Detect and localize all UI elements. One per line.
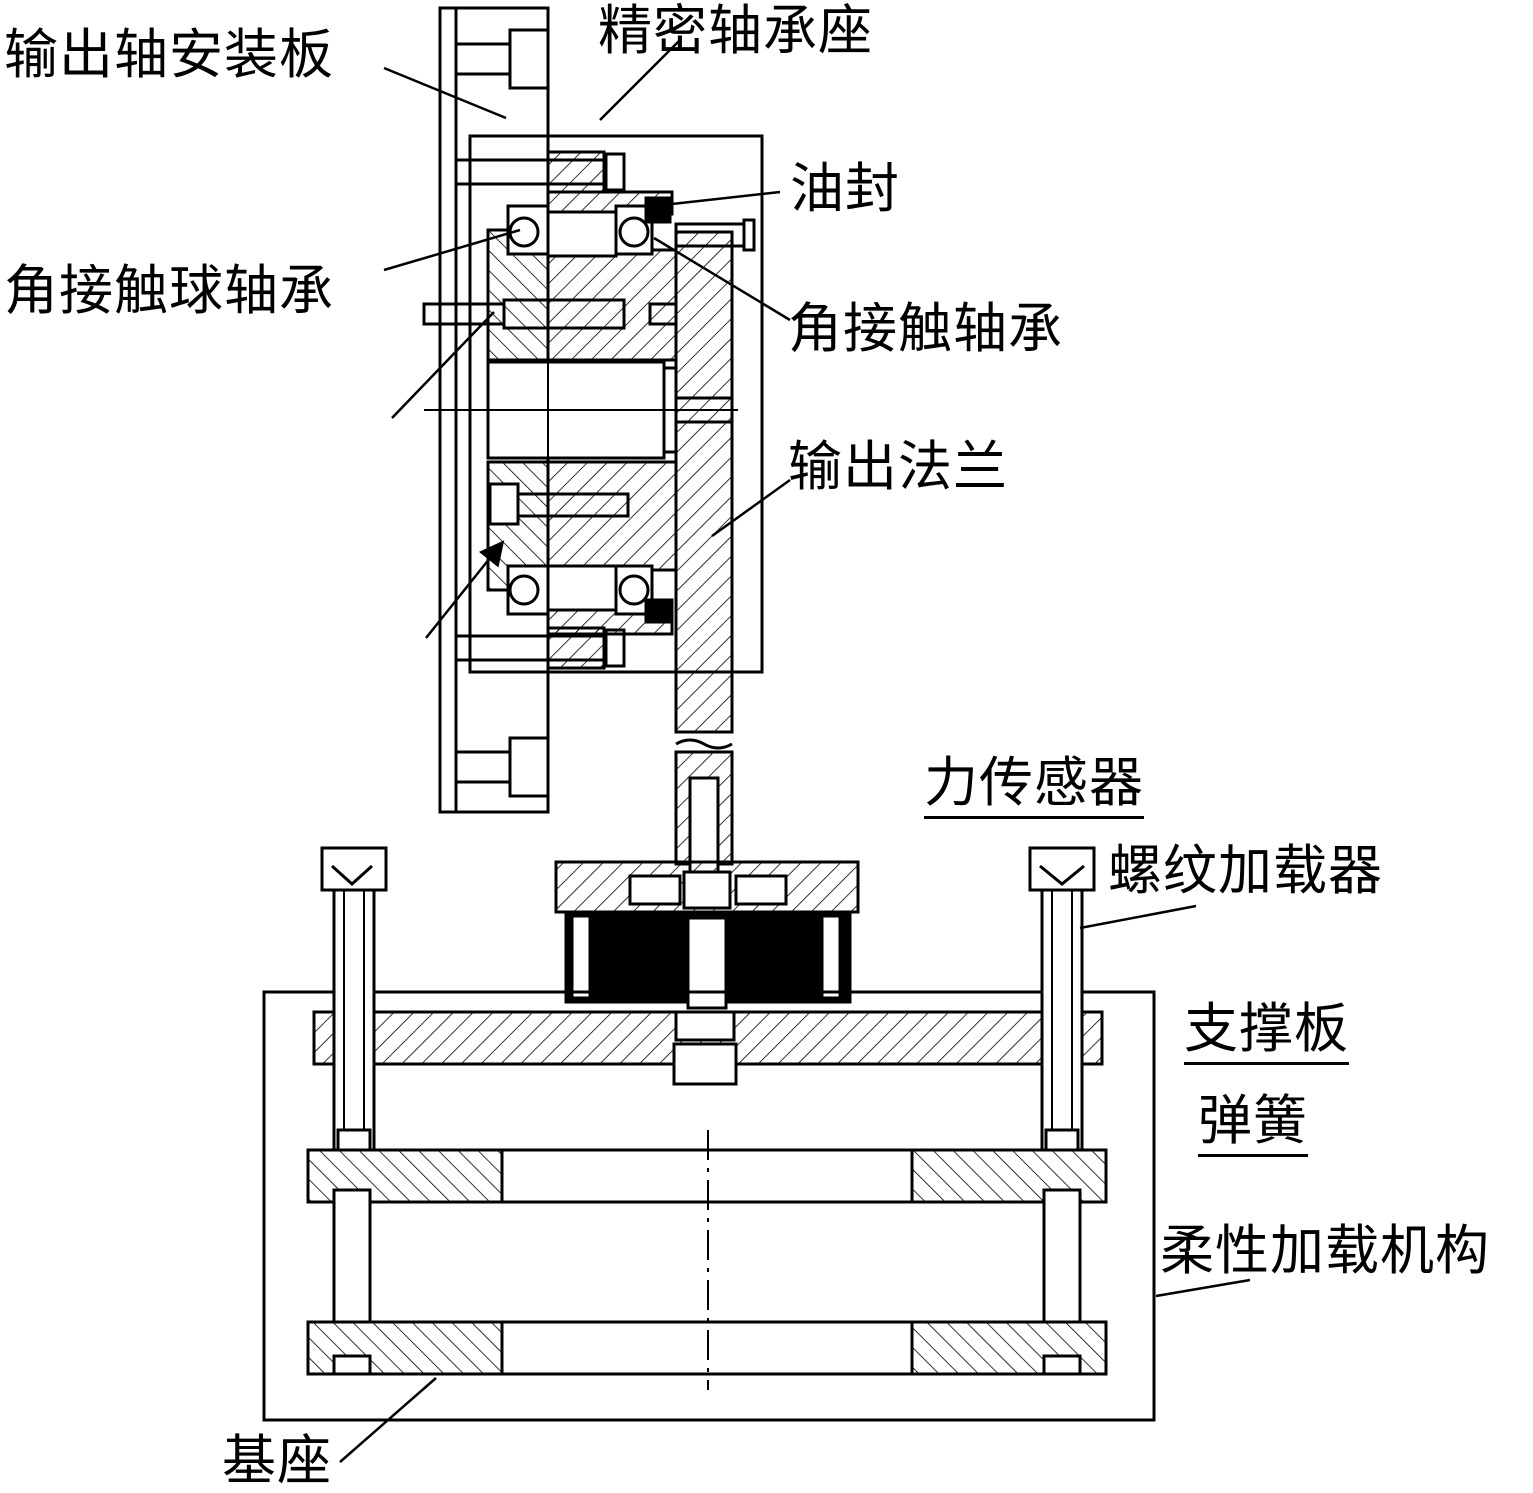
angular-contact-ball-bearing-top [506, 196, 672, 258]
label-oil-seal: 油封 [790, 157, 900, 220]
support-plate [312, 1010, 1104, 1086]
label-base: 基座 [222, 1429, 332, 1492]
spring-left [332, 1188, 372, 1342]
angular-contact-bearing-bottom [506, 564, 674, 624]
label-output-flange: 输出法兰 [788, 435, 1008, 498]
label-force-sensor: 力传感器 [924, 756, 1144, 819]
precision-bearing-seat-outline [468, 134, 764, 674]
base [306, 1320, 1108, 1376]
force-sensor [554, 860, 860, 1010]
flexible-loading-frame [262, 990, 1156, 1422]
screw-loader-right [1028, 846, 1096, 1164]
label-spring: 弹簧 [1198, 1094, 1308, 1157]
label-output-shaft-mount-plate: 输出轴安装板 [4, 23, 334, 86]
screw-loader-left [320, 846, 388, 1164]
label-angular-contact-bearing: 角接触轴承 [788, 297, 1063, 360]
label-precision-bearing-seat: 精密轴承座 [598, 0, 873, 62]
lower-seat-bolts [454, 626, 626, 670]
output-flange [674, 230, 734, 876]
leader-lines [339, 39, 1251, 1463]
middle-bolt [422, 298, 678, 330]
spring-right [1042, 1188, 1082, 1342]
label-angular-contact-ball-bearing: 角接触球轴承 [4, 259, 334, 322]
label-support-plate: 支撑板 [1184, 1002, 1349, 1065]
label-screw-loader: 螺纹加载器 [1108, 839, 1383, 902]
label-flexible-loading-mechanism: 柔性加载机构 [1160, 1219, 1490, 1282]
